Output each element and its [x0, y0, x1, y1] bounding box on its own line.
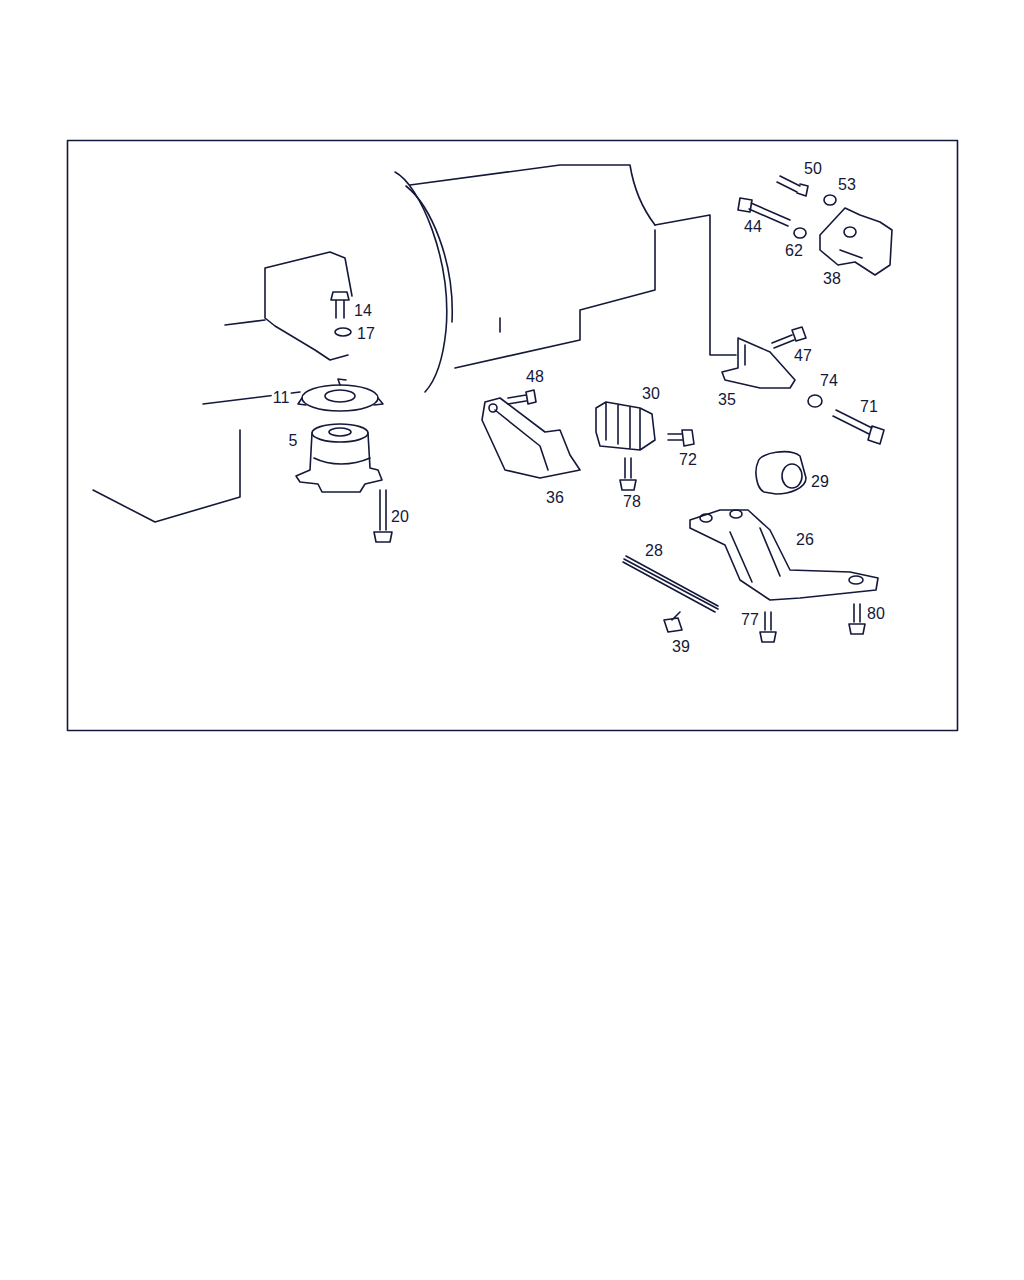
callout-number: 53	[837, 177, 857, 193]
mount-plate	[302, 385, 378, 411]
bolt	[620, 458, 636, 490]
bolt	[331, 292, 349, 318]
callout-number: 39	[671, 639, 691, 655]
bushing-core	[782, 464, 802, 488]
callout-number: 29	[810, 474, 830, 490]
callout-number: 74	[819, 373, 839, 389]
transmission-top	[410, 165, 655, 225]
washer	[808, 395, 822, 407]
bolt	[664, 612, 682, 632]
bolt	[668, 430, 694, 446]
callout-number: 71	[859, 399, 879, 415]
transmission-mount	[596, 402, 655, 450]
washer	[335, 328, 351, 336]
engine-line	[93, 430, 240, 522]
support-rod	[623, 556, 718, 612]
bolt	[760, 612, 776, 642]
bell-housing	[395, 172, 447, 392]
crossmember-hole	[849, 576, 863, 584]
crossmember-rib	[730, 528, 780, 582]
engine-bracket-housing	[265, 252, 352, 360]
engine-mount	[314, 458, 370, 464]
callout-number: 36	[545, 490, 565, 506]
tail-bracket	[722, 338, 795, 388]
callout-number: 48	[525, 369, 545, 385]
callout-number: 30	[641, 386, 661, 402]
rear-bracket	[820, 208, 892, 275]
washer	[824, 195, 836, 205]
callout-number: 11	[272, 390, 291, 406]
engine-mount	[312, 424, 368, 442]
callout-number: 20	[390, 509, 410, 525]
bracket-hole	[844, 227, 856, 237]
callout-number: 72	[678, 452, 698, 468]
transmission-bottom	[455, 230, 655, 368]
callout-number: 47	[793, 348, 813, 364]
callout-number: 62	[784, 243, 804, 259]
bracket-hole	[489, 404, 497, 412]
engine-mount-hole	[329, 428, 351, 436]
frame	[68, 141, 958, 731]
callout-number: 50	[803, 161, 823, 177]
bolt	[508, 390, 536, 404]
bell-housing-inner	[406, 186, 452, 322]
engine-line	[225, 320, 265, 325]
callout-number: 26	[795, 532, 815, 548]
mount-bracket	[482, 398, 580, 478]
mount-plate-hole	[325, 390, 355, 402]
mount-plate-tab	[298, 379, 383, 405]
callout-number: 80	[866, 606, 886, 622]
transmission-detail	[499, 318, 501, 332]
callout-number: 44	[743, 219, 763, 235]
engine-mount	[296, 433, 382, 492]
transmission-tail	[655, 215, 736, 355]
bolt	[833, 410, 884, 444]
callout-number: 35	[717, 392, 737, 408]
callout-number: 77	[740, 612, 760, 628]
callout-number: 5	[288, 433, 299, 449]
crossmember-hole	[730, 510, 742, 518]
bolt	[772, 327, 806, 348]
crossmember	[690, 510, 878, 600]
callout-number: 38	[822, 271, 842, 287]
bolt	[849, 604, 865, 634]
callout-number: 14	[353, 303, 373, 319]
bushing	[756, 452, 806, 494]
washer	[794, 228, 806, 238]
callout-number: 78	[622, 494, 642, 510]
callout-number: 28	[644, 543, 664, 559]
bolt	[777, 176, 808, 196]
crossmember-hole	[700, 514, 712, 522]
callout-number: 17	[356, 326, 376, 342]
